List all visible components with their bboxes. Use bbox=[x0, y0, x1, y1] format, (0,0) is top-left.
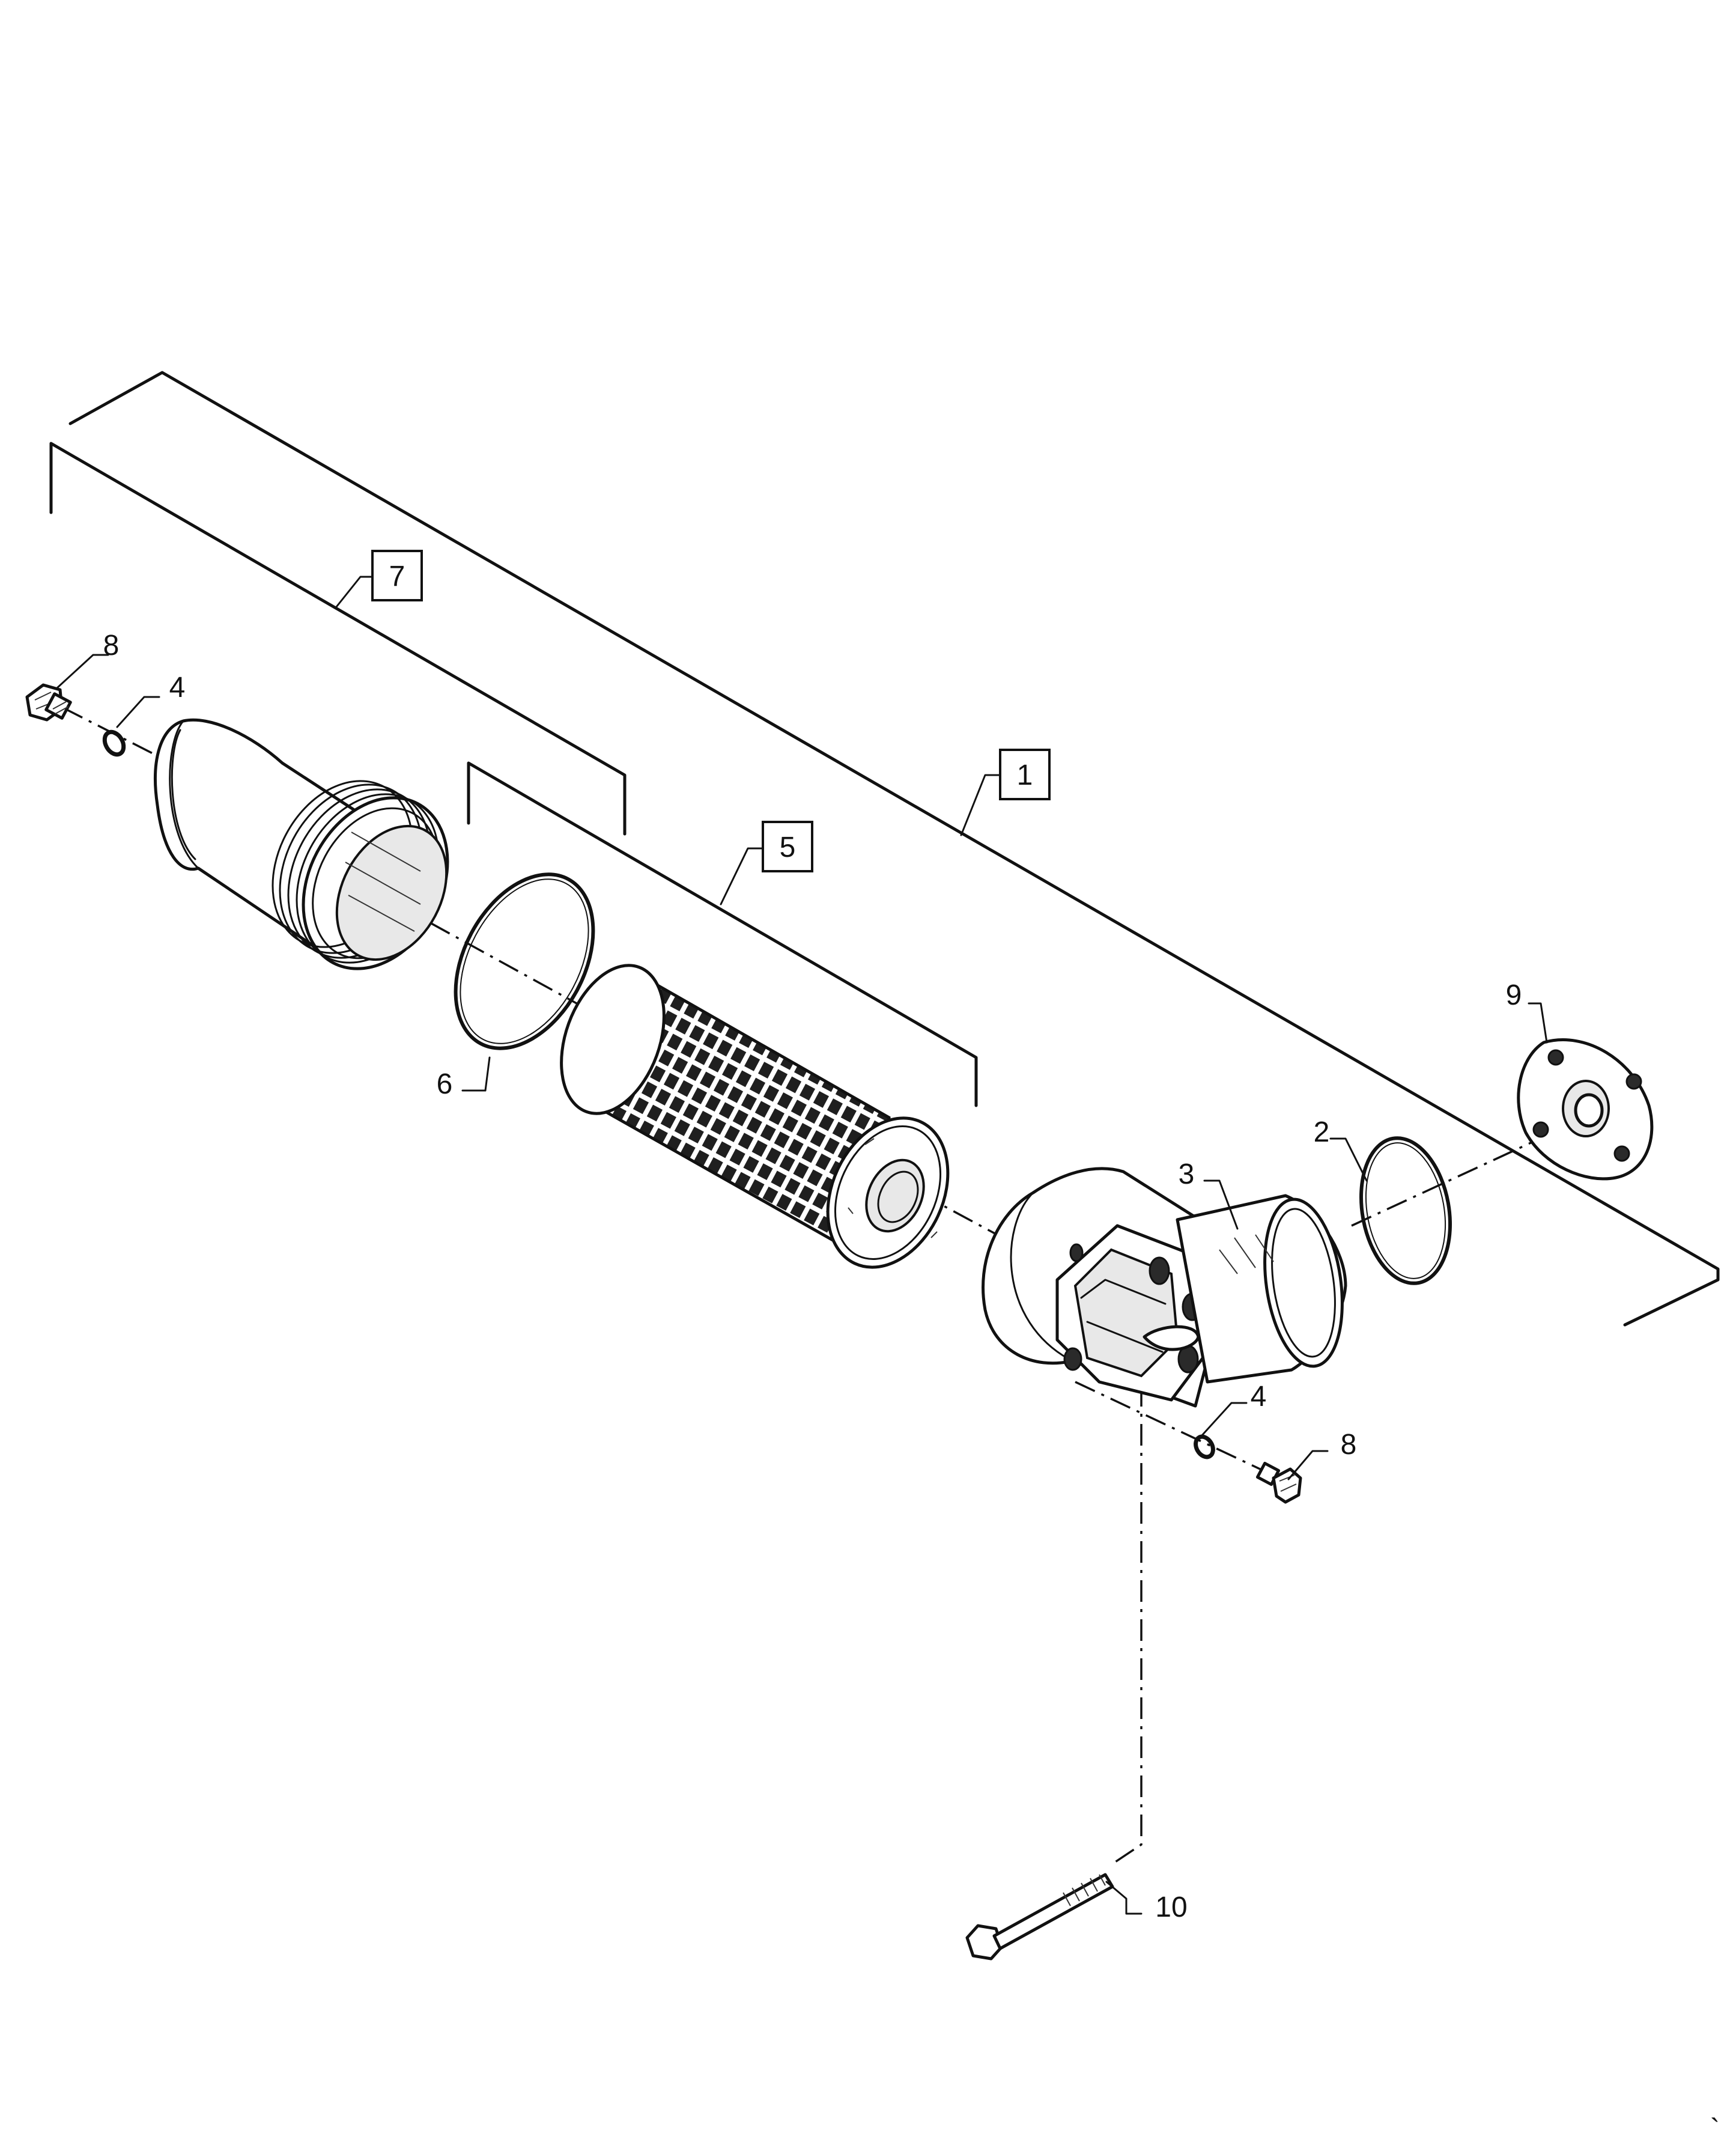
callout-7: 7 bbox=[389, 561, 405, 592]
callout-1: 1 bbox=[1017, 759, 1033, 791]
part-3-filter-head bbox=[982, 1167, 1347, 1408]
callout-3: 3 bbox=[1179, 1158, 1195, 1190]
callout-box-5 bbox=[762, 821, 813, 872]
callout-box-1 bbox=[999, 749, 1051, 800]
bracket-assembly-1 bbox=[68, 371, 1720, 1327]
part-4-ring-right bbox=[1194, 1434, 1215, 1459]
part-5-filter-element bbox=[560, 964, 950, 1269]
callout-8-right: 8 bbox=[1341, 1429, 1357, 1461]
callout-2: 2 bbox=[1314, 1116, 1330, 1148]
part-7-filter-bowl bbox=[154, 718, 449, 970]
callout-5: 5 bbox=[780, 832, 796, 863]
part-2-o-ring bbox=[1359, 1136, 1452, 1285]
part-6-o-ring bbox=[454, 872, 595, 1050]
callout-6: 6 bbox=[437, 1068, 453, 1100]
part-8-plug-left bbox=[25, 683, 72, 722]
callout-8-left: 8 bbox=[103, 630, 120, 662]
part-4-ring-left bbox=[102, 729, 126, 757]
corner-mark: ` bbox=[1710, 2114, 1720, 2146]
part-8-plug-right bbox=[1255, 1461, 1302, 1504]
part-10-bolt bbox=[965, 1873, 1114, 1961]
part-9-gasket bbox=[1517, 1038, 1654, 1181]
callout-9: 9 bbox=[1506, 979, 1522, 1011]
leader-lines bbox=[56, 576, 1548, 1915]
callout-4-right: 4 bbox=[1251, 1381, 1267, 1413]
callout-10: 10 bbox=[1155, 1891, 1187, 1923]
callout-box-7 bbox=[371, 550, 423, 601]
bracket-assembly-5 bbox=[467, 761, 978, 1107]
callout-4-left: 4 bbox=[169, 672, 186, 704]
bracket-assembly-7 bbox=[49, 442, 627, 836]
